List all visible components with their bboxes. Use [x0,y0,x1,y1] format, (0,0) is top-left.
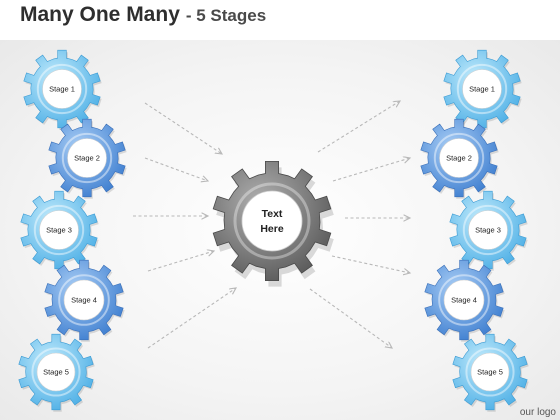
center-text-line2: Here [260,223,284,235]
right-gear-stage-5-hub [470,352,510,392]
left-arrow-2 [144,157,208,181]
left-gear-stage-2: Stage 2 [48,118,127,199]
center-gear-hub [241,190,303,252]
right-gear-stage-5-label: Stage 5 [477,368,503,377]
left-gear-stage-4-hub [63,279,105,321]
right-gear-stage-1-hub [462,69,502,109]
right-gear-stage-2-hub [439,138,479,178]
center-text-line1: Text [262,208,283,220]
right-arrow-2 [332,158,410,182]
page-subtitle: - 5 Stages [185,6,267,25]
left-gear-stage-1-hub [42,69,82,109]
right-gear-stage-5: Stage 5 [452,333,529,412]
right-gear-stage-4-ring [438,274,490,326]
right-gear-stage-3-ring [462,204,514,256]
right-gear-stage-1-ring [456,63,508,115]
arrows-layer [133,101,410,348]
right-gear-stage-3-label: Stage 3 [475,226,501,235]
left-gear-stage-5-label: Stage 5 [43,368,69,377]
right-gear-stage-2-label: Stage 2 [446,154,472,163]
gears-layer: Stage 1 Stage 2 Stage 3 Stage 4 Stage 5 Stage… [18,49,529,412]
page-title: Many One Many - 5 Stages [20,3,266,27]
left-gear-stage-5-ring [31,347,81,397]
left-arrow-4 [147,251,214,272]
left-gear-stage-3-label: Stage 3 [46,226,72,235]
title-text: Many One Many [20,3,180,26]
right-gear-stage-4: Stage 4 [424,259,505,342]
logo-placeholder: our logo [519,407,556,418]
right-gear-stage-2-ring [433,132,485,184]
left-gear-stage-5: Stage 5 [18,333,95,412]
right-gear-stage-2: Stage 2 [420,118,499,199]
left-gear-stage-4-ring [58,274,110,326]
left-gear-stage-1: Stage 1 [23,49,102,130]
diagram-canvas: Stage 1 Stage 2 Stage 3 Stage 4 Stage 5 Stage… [0,40,560,420]
left-gear-stage-2-ring [61,132,113,184]
left-gear-stage-4: Stage 4 [44,259,125,342]
left-gear-stage-2-label: Stage 2 [74,154,100,163]
left-gear-stage-4-label: Stage 4 [71,296,97,305]
right-gear-stage-1: Stage 1 [443,49,522,130]
left-gear-stage-1-label: Stage 1 [49,85,75,94]
left-gear-stage-5-hub [36,352,76,392]
right-gear-stage-5-ring [465,347,515,397]
left-gear-stage-1-ring [36,63,88,115]
right-arrow-1 [317,101,400,153]
right-gear-stage-3-hub [468,210,508,250]
right-arrow-5 [309,288,392,348]
right-gear-stage-1-label: Stage 1 [469,85,495,94]
many-one-many-diagram: Stage 1 Stage 2 Stage 3 Stage 4 Stage 5 Stage… [18,49,529,412]
right-gear-stage-4-label: Stage 4 [451,296,477,305]
left-gear-stage-2-hub [67,138,107,178]
left-arrow-1 [144,102,222,154]
left-gear-stage-3: Stage 3 [20,190,99,271]
right-gear-stage-4-hub [443,279,485,321]
center-gear-ring [233,182,311,260]
left-arrow-5 [147,288,236,349]
left-gear-stage-3-ring [33,204,85,256]
right-arrow-4 [331,255,410,273]
right-gear-stage-3: Stage 3 [449,190,528,271]
title-bar: Many One Many - 5 Stages [0,0,560,40]
left-gear-stage-3-hub [39,210,79,250]
